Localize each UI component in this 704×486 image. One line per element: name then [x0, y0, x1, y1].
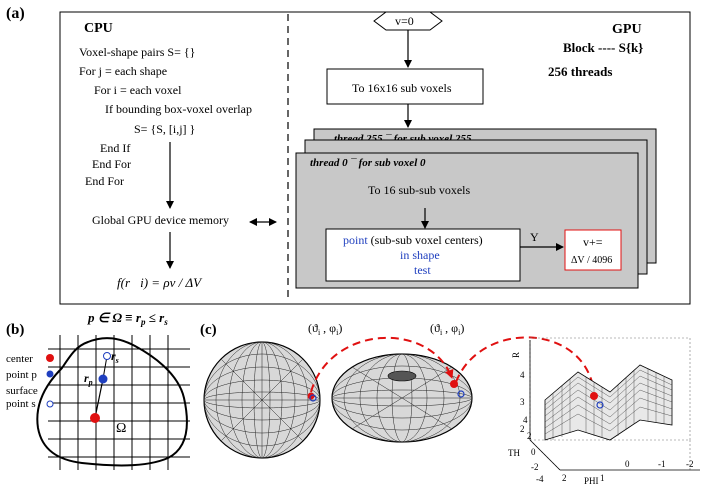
y-tick-3: 0 [531, 447, 536, 457]
cpu-line-6: End If [100, 141, 130, 155]
mapping-arc-2 [455, 336, 598, 393]
y-tick-1: 4 [523, 415, 528, 425]
subvoxel-box [326, 68, 484, 105]
mapping-arc-1 [310, 336, 454, 393]
cpu-line-4: If bounding box-voxel overlap [105, 102, 252, 116]
center-dot [90, 413, 100, 423]
x-tick-3: 0 [625, 459, 630, 469]
cpu-line-3: For i = each voxel [94, 83, 182, 97]
legend-point-s: point s [6, 398, 36, 410]
angle-label-right: (ϑi , φi) [430, 321, 464, 337]
x-tick-1: 2 [562, 473, 567, 483]
z-tick-3: 2 [520, 424, 525, 434]
y-axis-label: TH [508, 448, 520, 458]
z-tick-1: 4 [520, 370, 525, 380]
oblate-mesh [331, 353, 473, 443]
global-memory-label: Global GPU device memory [92, 213, 229, 227]
panel-b-label: (b) [6, 322, 24, 338]
angle-label-left: (ϑi , φi) [308, 321, 342, 337]
surface-blue-dot [596, 401, 604, 409]
y-tick-4: -2 [531, 462, 539, 472]
panel-a-label: (a) [6, 5, 25, 22]
accumulate-line-1: v+= [583, 235, 603, 249]
cpu-line-8: End For [85, 174, 124, 188]
y-axis [529, 439, 561, 471]
density-formula: f(r⃗i) = ρv / ΔV [117, 275, 203, 290]
point-word: point [343, 233, 368, 247]
gpu-title: GPU [612, 22, 642, 37]
point-test-line-2: in shape [400, 248, 440, 262]
point-test-line-3: test [414, 263, 431, 277]
legend-center: center [6, 353, 33, 365]
panel-c-label: (c) [200, 322, 217, 338]
point-p-dot [98, 374, 108, 384]
cpu-title: CPU [84, 21, 113, 36]
y-tick-5: -4 [536, 474, 544, 484]
legend-point-p: point p [6, 369, 37, 381]
voxel-grid [48, 335, 190, 470]
accumulate-line-2: ΔV / 4096 [571, 255, 612, 266]
accumulate-box [564, 229, 622, 271]
legend-center-dot [46, 354, 54, 362]
rp-label: rp [84, 371, 93, 387]
legend-surface: surface [6, 385, 38, 397]
gpu-threads-label: 256 threads [548, 64, 612, 79]
cpu-line-2: For j = each shape [79, 64, 167, 78]
shape-boundary [36, 337, 188, 467]
sphere-mesh [203, 341, 321, 459]
yes-label: Y [530, 230, 539, 244]
surface-red-dot [590, 392, 598, 400]
point-desc: (sub-sub voxel centers) [368, 233, 483, 247]
legend-surface-dot [46, 400, 54, 408]
rp-vector [94, 378, 104, 419]
z-axis-label: R [511, 352, 521, 358]
legend-point-p-dot [46, 370, 54, 378]
x-tick-2: 1 [600, 473, 605, 483]
subvoxel-box-label: To 16x16 sub voxels [352, 81, 452, 95]
point-test-box [325, 228, 521, 282]
z-tick-2: 3 [520, 397, 525, 407]
cpu-line-7: End For [92, 157, 131, 171]
gpu-block-label: Block ---- S{k} [563, 40, 643, 55]
surface-plot: R 4 3 2 TH 4 2 0 -2 -4 2 1 0 -1 -2 PHI [508, 337, 700, 486]
x-tick-4: -1 [658, 459, 666, 469]
surface-point-dot [103, 352, 111, 360]
cpu-line-1: Voxel-shape pairs S= {} [79, 45, 195, 59]
rs-label: rs [111, 349, 119, 365]
x-axis-label: PHI [584, 476, 599, 486]
y-tick-2: 2 [527, 431, 532, 441]
point-test-line-1: point (sub-sub voxel centers) [343, 233, 483, 247]
omega-label: Ω [116, 421, 126, 436]
inclusion-formula: p ∈ Ω ≡ rp ≤ rs [87, 310, 168, 327]
thread-first-label: thread 0 ¯ for sub voxel 0 [310, 157, 426, 169]
start-node-label: v=0 [395, 14, 414, 28]
subsub-label: To 16 sub-sub voxels [368, 183, 470, 197]
start-node [373, 11, 443, 31]
cpu-line-5: S= {S, [i,j] } [134, 122, 195, 136]
x-tick-5: -2 [686, 459, 694, 469]
